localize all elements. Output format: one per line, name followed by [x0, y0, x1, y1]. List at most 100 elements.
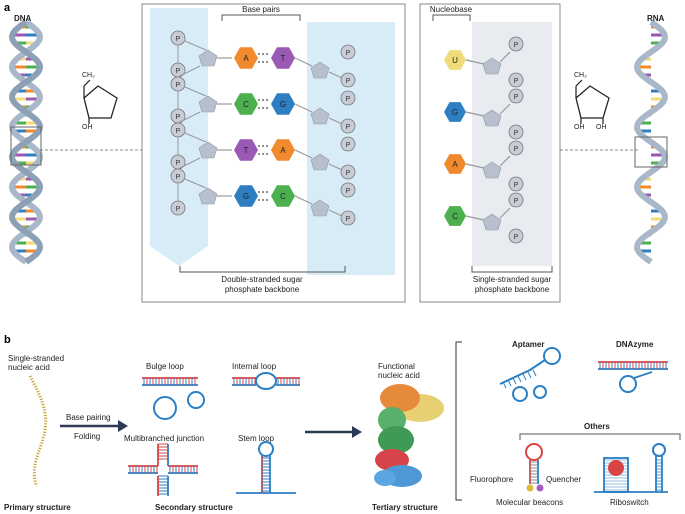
sugar-ring: [482, 57, 502, 75]
riboswitch-hairpin-loop: [652, 443, 666, 457]
phosphate-label: P: [176, 174, 181, 181]
backbone-link: [177, 65, 201, 78]
sugar-ring: [482, 213, 502, 231]
beacon-loop: [525, 443, 543, 461]
dna-detail-box: [141, 3, 406, 303]
phosphate-label: P: [346, 96, 351, 103]
stem-loop-circle: [258, 441, 274, 457]
rna-oh2-label: OH: [596, 124, 607, 131]
phosphate-label: P: [346, 188, 351, 195]
rna-detail-box: [419, 3, 561, 303]
phosphate-label: P: [176, 114, 181, 121]
nucleobase-letter: A: [452, 160, 458, 169]
primary-structure-label: Primary structure: [4, 503, 71, 512]
sugar-ring: [310, 199, 330, 217]
functional-na-line2: nucleic acid: [378, 371, 420, 380]
deoxyribose-sugar: [83, 79, 118, 124]
phosphate-group: [508, 176, 524, 192]
phosphate-label: P: [514, 198, 519, 205]
dna-ch2-label: CH₂: [82, 72, 95, 79]
aptamer-rung: [517, 375, 522, 383]
phosphate-label: P: [346, 170, 351, 177]
rna-helix-strand: [634, 19, 668, 265]
phosphate-group: [508, 192, 524, 208]
functional-na-line1: Functional: [378, 362, 415, 371]
nucleobase-A: [234, 47, 258, 69]
phosphate-label: P: [346, 142, 351, 149]
internal-loop-circle: [255, 372, 277, 390]
aptamer-loop: [543, 347, 561, 365]
nucleobase-U: [444, 50, 466, 70]
phosphate-label: P: [176, 206, 181, 213]
backbone-link: [499, 51, 511, 63]
sugar-ring: [198, 95, 218, 113]
glycosidic-bond: [294, 149, 313, 159]
dnazyme-loop: [619, 375, 637, 393]
rna-zoom-box: [634, 136, 668, 168]
phosphate-label: P: [176, 128, 181, 135]
phosphate-group: [508, 140, 524, 156]
nucleobase-C: [444, 206, 466, 226]
ss-nucleic-acid-line2: nucleic acid: [8, 363, 50, 372]
rna-helix: [634, 19, 668, 265]
quencher-dot: [536, 484, 544, 492]
others-label: Others: [584, 422, 610, 431]
phosphate-label: P: [346, 78, 351, 85]
glycosidic-bond: [294, 57, 313, 67]
base-pairing-label: Base pairing: [66, 413, 111, 422]
nucleobase-label: Nucleobase: [429, 5, 473, 14]
sugar-ring: [198, 187, 218, 205]
functional-examples: [499, 347, 668, 493]
aptamer-rung: [522, 373, 527, 381]
stem-loop-label: Stem loop: [238, 434, 275, 443]
aptamer-rung: [532, 369, 537, 377]
bulge-loop-circle: [153, 396, 177, 420]
phosphate-group: [340, 210, 356, 226]
backbone-link: [177, 157, 201, 170]
nucleobase-G: [234, 185, 258, 207]
single-backbone-label-line2: phosphate backbone: [474, 285, 550, 294]
nucleobase-letter: A: [243, 54, 249, 63]
phosphate-label: P: [514, 42, 519, 49]
sugar-ring: [310, 61, 330, 79]
phosphate-group: [340, 44, 356, 60]
nucleobase-letter: C: [280, 192, 286, 201]
phosphate-label: P: [346, 216, 351, 223]
others-bracket: [519, 433, 681, 440]
phosphate-group: [340, 136, 356, 152]
phosphate-group: [508, 36, 524, 52]
sugar-ring: [310, 153, 330, 171]
aptamer-backbone: [499, 359, 546, 385]
backbone-link: [184, 40, 207, 51]
double-backbone-label-line2: phosphate backbone: [224, 285, 300, 294]
aptamer-loop-2: [512, 386, 528, 402]
nucleobase-G: [444, 102, 466, 122]
folding-arrow: [60, 420, 128, 432]
phosphate-label: P: [514, 94, 519, 101]
nucleobase-letter: C: [452, 212, 458, 221]
glycosidic-bond: [465, 59, 485, 65]
nucleobase-letter: T: [244, 146, 249, 155]
dna-label: DNA: [14, 14, 32, 23]
single-backbone-bracket: [471, 266, 553, 273]
sugar-ring: [198, 49, 218, 67]
nucleobase-letter: U: [452, 56, 458, 65]
nucleobase-letter: G: [243, 192, 249, 201]
nucleobase-T: [234, 139, 258, 161]
dnazyme-label: DNAzyme: [616, 340, 654, 349]
backbone-link: [328, 117, 343, 125]
quencher-label: Quencher: [546, 475, 582, 484]
phosphate-group: [508, 72, 524, 88]
glycosidic-bond: [465, 163, 485, 169]
rna-oh1-label: OH: [574, 124, 585, 131]
secondary-structure-label: Secondary structure: [155, 503, 233, 512]
base-pairs-bracket: [221, 14, 301, 21]
phosphate-label: P: [346, 50, 351, 57]
dna-double-helix: [9, 19, 43, 265]
tertiary-structure-label: Tertiary structure: [372, 503, 438, 512]
phosphate-label: P: [514, 78, 519, 85]
phosphate-group: [340, 90, 356, 106]
glycosidic-bond: [465, 215, 485, 221]
nucleobase-bracket: [432, 14, 471, 21]
